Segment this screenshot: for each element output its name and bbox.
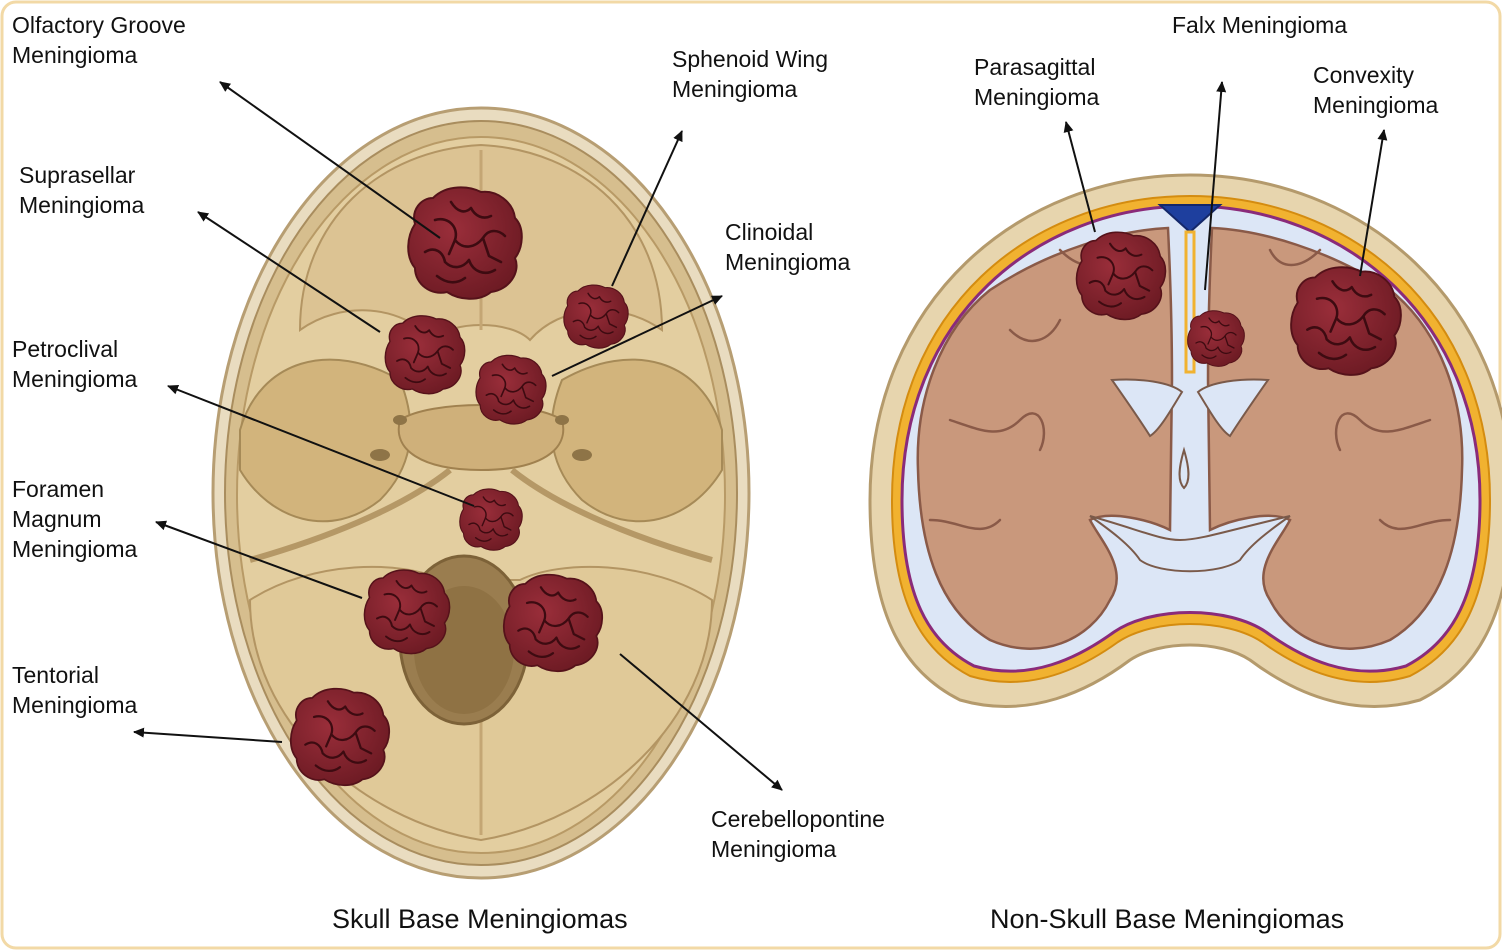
arrow-suprasellar — [197, 211, 381, 333]
arrow-foramen-magnum — [155, 520, 363, 599]
label-line: Sphenoid Wing — [672, 46, 828, 72]
arrow-cerebellopontine — [619, 653, 783, 791]
label-foramen-magnum: Foramen Magnum Meningioma — [12, 474, 137, 564]
label-clinoidal: Clinoidal Meningioma — [725, 217, 850, 277]
label-line: Tentorial — [12, 662, 99, 688]
tumor-falx — [1186, 309, 1246, 368]
arrow-tentorial — [133, 727, 283, 743]
arrow-olfactory-groove — [219, 81, 441, 239]
label-line: Magnum — [12, 506, 102, 532]
label-petroclival: Petroclival Meningioma — [12, 334, 137, 394]
arrow-clinoidal — [551, 295, 723, 377]
caption-skull-base: Skull Base Meningiomas — [332, 904, 628, 934]
label-line: Olfactory Groove — [12, 12, 186, 38]
label-line: Cerebellopontine — [711, 806, 885, 832]
tumor-tentorial — [289, 687, 391, 787]
tumor-foramen-magnum — [363, 568, 451, 655]
label-line: Suprasellar — [19, 162, 136, 188]
tumor-olfactory-groove — [406, 185, 524, 301]
label-cerebellopontine: Cerebellopontine Meningioma — [711, 804, 885, 864]
tumor-parasagittal — [1075, 231, 1167, 321]
label-line: Clinoidal — [725, 219, 814, 245]
arrow-sphenoid-wing — [611, 130, 683, 287]
label-line: Meningioma — [12, 692, 138, 718]
label-line: Meningioma — [725, 249, 851, 275]
label-convexity: Convexity Meningioma — [1313, 60, 1438, 120]
label-line: Meningioma — [12, 366, 138, 392]
label-line: Meningioma — [1313, 92, 1439, 118]
arrow-parasagittal — [1063, 121, 1096, 233]
label-line: Meningioma — [711, 836, 837, 862]
caption-non-skull-base: Non-Skull Base Meningiomas — [990, 904, 1345, 934]
label-line: Foramen — [12, 476, 105, 502]
label-sphenoid-wing: Sphenoid Wing Meningioma — [672, 44, 828, 104]
tumor-sphenoid-wing — [562, 284, 630, 350]
label-suprasellar: Suprasellar Meningioma — [19, 160, 144, 220]
arrow-falx — [1204, 81, 1227, 291]
label-line: Convexity — [1313, 62, 1414, 88]
label-olfactory-groove: Olfactory Groove Meningioma — [12, 10, 186, 70]
label-line: Meningioma — [12, 42, 138, 68]
arrow-convexity — [1359, 129, 1388, 277]
tumor-clinoidal — [475, 354, 547, 425]
tumor-petroclival — [458, 488, 524, 552]
label-tentorial: Tentorial Meningioma — [12, 660, 137, 720]
label-arrows — [133, 81, 1388, 791]
label-line: Meningioma — [974, 84, 1100, 110]
label-falx: Falx Meningioma — [1172, 10, 1347, 40]
tumor-suprasellar — [384, 314, 466, 395]
tumor-convexity — [1289, 265, 1403, 377]
label-line: Meningioma — [12, 536, 138, 562]
arrow-petroclival — [167, 384, 475, 507]
label-line: Parasagittal — [974, 54, 1096, 80]
label-line: Falx Meningioma — [1172, 12, 1348, 38]
label-parasagittal: Parasagittal Meningioma — [974, 52, 1099, 112]
label-line: Petroclival — [12, 336, 119, 362]
label-line: Meningioma — [19, 192, 145, 218]
tumor-cerebellopontine — [502, 573, 604, 673]
label-line: Meningioma — [672, 76, 798, 102]
